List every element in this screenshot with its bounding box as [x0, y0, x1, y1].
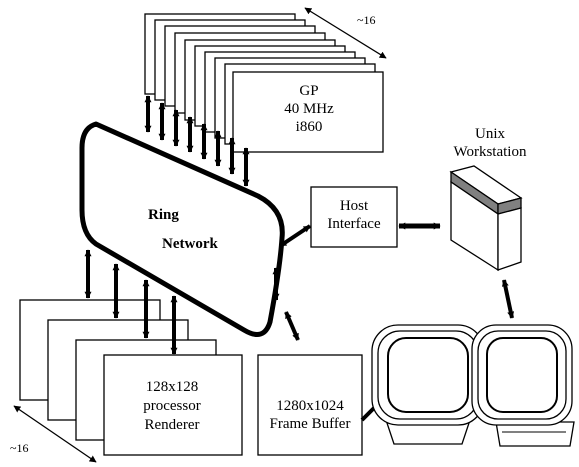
host-interface-label-line2: Interface	[327, 216, 381, 232]
workstation-label-line1: Unix	[475, 126, 506, 142]
workstation-label-line2: Workstation	[454, 144, 527, 160]
renderer-label-line1: 128x128	[146, 379, 199, 395]
ring-framebuffer-arrow	[286, 312, 298, 340]
right-monitor-screen	[487, 338, 557, 412]
workstation-icon	[451, 166, 521, 270]
gp-count-label: ~16	[357, 13, 376, 27]
ring-label: Ring	[148, 207, 179, 223]
gp-label-line3: i860	[296, 119, 323, 135]
frame-buffer-label-line2: Frame Buffer	[270, 416, 351, 432]
right-monitor	[472, 325, 574, 446]
left-monitor-screen	[388, 338, 468, 412]
network-label: Network	[162, 236, 218, 252]
renderer-count-label: ~16	[10, 441, 29, 455]
frame-buffer-label-line1: 1280x1024	[276, 398, 344, 414]
renderer-label-line3: Renderer	[145, 417, 200, 433]
left-monitor	[372, 325, 484, 444]
gp-label-line2: 40 MHz	[284, 101, 334, 117]
workstation-monitor-arrow	[504, 280, 512, 318]
gp-label-line1: GP	[299, 83, 318, 99]
renderer-stack	[20, 300, 242, 455]
workstation-side	[498, 208, 521, 270]
renderer-label-line2: processor	[143, 398, 200, 414]
host-interface-label-line1: Host	[340, 198, 369, 214]
